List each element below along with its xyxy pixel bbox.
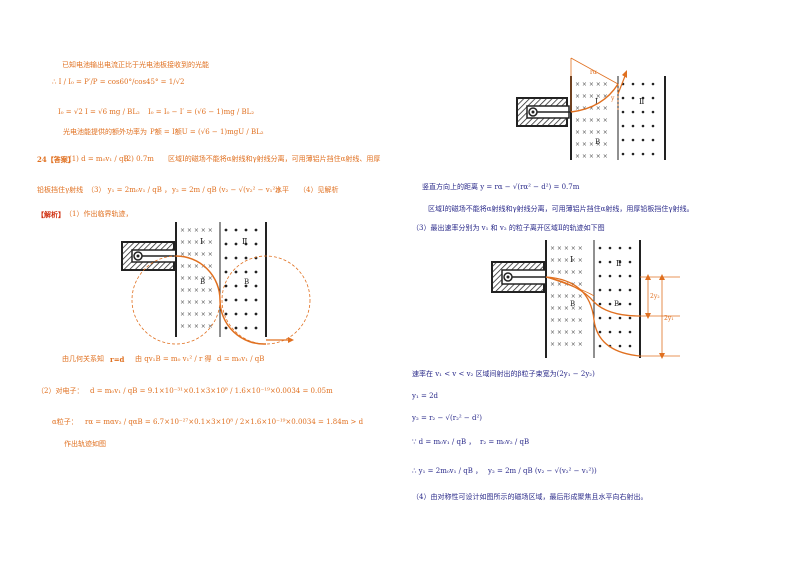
- equation: P额 = I额U = (√6 − 1)mgU / BL₂: [150, 128, 264, 136]
- svg-text:× × × × ×: × × × × ×: [550, 305, 583, 312]
- svg-text:× × × × ×: × × × × ×: [180, 239, 213, 246]
- region-2-label: Ⅱ: [242, 237, 247, 246]
- analysis-label: 【解析】: [37, 210, 65, 219]
- region-1-label: Ⅰ: [595, 97, 598, 106]
- svg-text:× × × × ×: × × × × ×: [575, 105, 608, 112]
- equation: 由 qv₁B = m₀ v₁² / r 得: [135, 355, 212, 363]
- equation: r₂ = m₀v₂ / qB: [480, 438, 530, 446]
- text-line: 区域Ⅰ的磁场不能将α射线和γ射线分离，可用薄铝片挡住α射线，用厚铅板挡住γ射线。: [428, 205, 694, 213]
- svg-text:× × × × ×: × × × × ×: [180, 311, 213, 318]
- equation: 竖直方向上的距离 y = rα − √(rα² − d²) = 0.7m: [422, 183, 580, 191]
- analysis-text: （1）作出临界轨迹，: [65, 210, 133, 218]
- equation: I₀ = I₀ − I′ = (√6 − 1)mg / BL₂: [148, 108, 255, 116]
- equation: y₁ = 2d: [412, 392, 439, 400]
- svg-text:× × × × ×: × × × × ×: [550, 341, 583, 348]
- text-line: （2）对电子：: [37, 387, 84, 395]
- field-label: B: [595, 138, 600, 146]
- answer-3b: y₂ = 2m / qB (v₂ − √(v₂² − v₁²)): [172, 186, 281, 194]
- field-label: B: [244, 278, 249, 286]
- right-top-diagram: × × × × × × × × × × × × × × × × × × × × × …: [515, 56, 675, 164]
- y-label: y: [610, 95, 615, 102]
- equation: r=d: [110, 355, 125, 364]
- right-bottom-diagram: × × × × × × × × × × × × × × × × × × × × × …: [490, 240, 690, 365]
- equation: d = m₀v₁ / qB: [217, 355, 265, 363]
- equation: rα = mαv₂ / qαB = 6.7×10⁻²⁷×0.1×3×10⁸ / …: [85, 418, 364, 426]
- equation: ∴ y₁ = 2m₀v₁ / qB ，: [412, 467, 483, 475]
- svg-text:× × × × ×: × × × × ×: [575, 81, 608, 88]
- text-line: 速率在 v₁ < v < v₂ 区域间射出的β粒子束宽为(2y₁ − 2y₂): [412, 370, 595, 378]
- text-line: （4）由对称性可设计如图所示的磁场区域，最后形成聚焦且水平向右射出。: [412, 493, 648, 501]
- answer-1: (1) d = m₀v₁ / qB: [69, 155, 129, 163]
- svg-text:× × × × ×: × × × × ×: [550, 257, 583, 264]
- svg-text:× × × × ×: × × × × ×: [550, 245, 583, 252]
- answer-2: (2) 0.7m: [124, 155, 154, 163]
- svg-text:× × × × ×: × × × × ×: [575, 117, 608, 124]
- text-line: 光电池能提供的额外功率为: [63, 128, 147, 136]
- answer-3: （3） y₁ = 2m₀v₁ / qB ，: [87, 186, 172, 194]
- y2-label: 2y₂: [650, 293, 660, 300]
- svg-text:× × × × ×: × × × × ×: [550, 317, 583, 324]
- text-line: 铅板挡住γ射线: [37, 186, 84, 194]
- svg-text:× × × × ×: × × × × ×: [180, 227, 213, 234]
- equation: ∵ d = m₀v₁ / qB ，: [412, 438, 476, 446]
- answer-3c: 水平: [275, 186, 289, 194]
- region-1-label: Ⅰ: [200, 237, 203, 246]
- svg-text:× × × × ×: × × × × ×: [575, 129, 608, 136]
- answer-text: 区域Ⅰ的磁场不能将α射线和γ射线分离，可用薄铝片挡住α射线、用厚: [168, 155, 381, 163]
- region-2-label: Ⅱ: [639, 97, 644, 106]
- svg-text:× × × × ×: × × × × ×: [180, 263, 213, 270]
- svg-text:× × × × ×: × × × × ×: [575, 153, 608, 160]
- svg-text:× × × × ×: × × × × ×: [550, 329, 583, 336]
- text-line: α粒子：: [52, 418, 78, 426]
- text-line: （3）最出速率分别为 v₁ 和 v₂ 的粒子离开区域Ⅱ的轨迹如下图: [412, 224, 605, 232]
- y1-label: 2y₁: [664, 315, 674, 322]
- field-label: B: [200, 278, 205, 286]
- equation: d = m₀v₁ / qB = 9.1×10⁻³¹×0.1×3×10⁸ / 1.…: [90, 387, 333, 395]
- region-1-label: Ⅰ: [570, 255, 573, 264]
- equation: I₀ = √2 I = √6 mg / BL₂: [58, 108, 140, 116]
- field-label: B: [570, 300, 575, 308]
- svg-text:× × × × ×: × × × × ×: [180, 287, 213, 294]
- field-label: B: [614, 300, 619, 308]
- equation: y₂ = r₂ − √(r₂² − d²): [412, 414, 483, 422]
- equation: ∴ I / I₀ = P′/P = cos60°/cos45° = 1/√2: [52, 78, 185, 86]
- svg-text:× × × × ×: × × × × ×: [180, 299, 213, 306]
- svg-text:× × × × ×: × × × × ×: [180, 275, 213, 282]
- svg-text:× × × × ×: × × × × ×: [180, 251, 213, 258]
- svg-text:× × × × ×: × × × × ×: [575, 93, 608, 100]
- text-line: 作出轨迹如图: [64, 440, 106, 448]
- equation: y₂ = 2m / qB (v₂ − √(v₂² − v₁²)): [488, 467, 597, 475]
- text-line: 已知电池输出电流正比于光电池板接收到的光能: [62, 61, 209, 69]
- left-diagram: × × × × × × × × × × × × × × × × × × × × × …: [120, 222, 320, 352]
- svg-text:× × × × ×: × × × × ×: [550, 293, 583, 300]
- radius-label: rα: [590, 69, 597, 76]
- answer-label: 24【答案】: [37, 155, 75, 164]
- svg-text:× × × × ×: × × × × ×: [550, 269, 583, 276]
- answer-4: （4）见解析: [299, 186, 339, 194]
- region-2-label: Ⅱ: [616, 259, 621, 268]
- text-line: 由几何关系知: [62, 355, 104, 363]
- svg-text:× × × × ×: × × × × ×: [550, 281, 583, 288]
- svg-text:× × × × ×: × × × × ×: [575, 141, 608, 148]
- svg-text:× × × × ×: × × × × ×: [180, 323, 213, 330]
